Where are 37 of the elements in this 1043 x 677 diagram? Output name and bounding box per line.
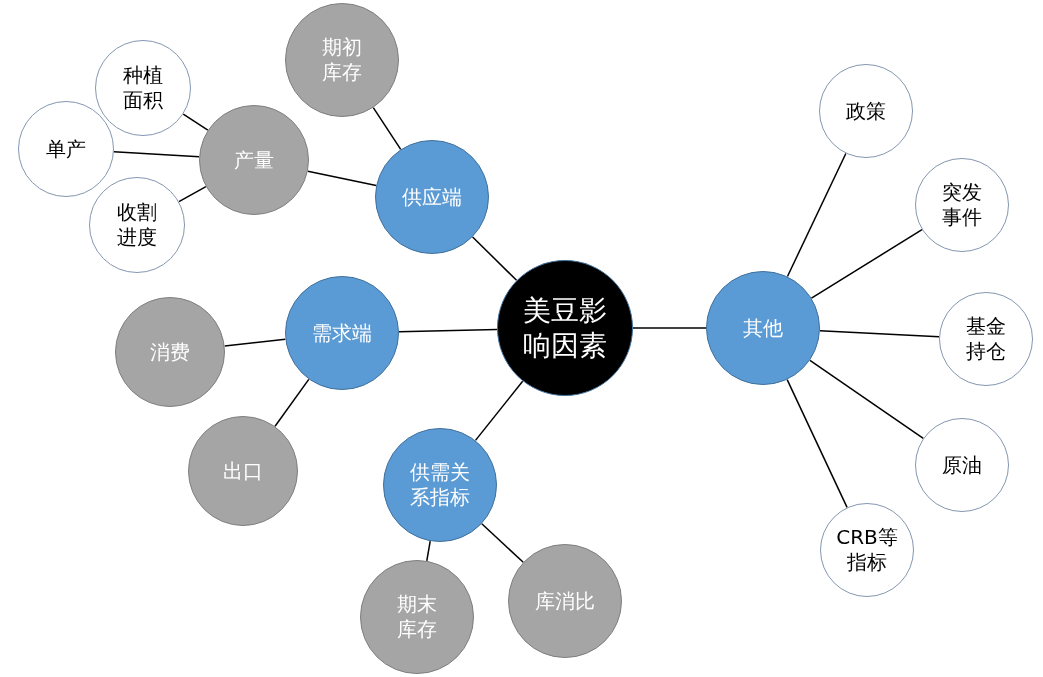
connector-line bbox=[182, 113, 209, 131]
node-label: 库消比 bbox=[534, 588, 596, 614]
connector-line bbox=[274, 378, 310, 428]
node-label: 政策 bbox=[845, 98, 887, 124]
node-label: 期末库存 bbox=[396, 592, 438, 642]
node-label: 出口 bbox=[222, 458, 264, 484]
connector-line bbox=[471, 236, 518, 282]
connector-line bbox=[398, 328, 498, 333]
connector-line bbox=[178, 185, 207, 203]
connector-line bbox=[223, 338, 287, 347]
node-label: 产量 bbox=[233, 147, 275, 173]
node-label: 美豆影响因素 bbox=[522, 293, 608, 363]
connector-line bbox=[632, 327, 707, 329]
connector-line bbox=[113, 151, 200, 158]
connector-line bbox=[474, 380, 524, 442]
node-label: 消费 bbox=[149, 339, 191, 365]
node-label: 需求端 bbox=[311, 320, 373, 346]
connector-line bbox=[481, 523, 524, 563]
node-label: 供需关系指标 bbox=[409, 460, 471, 510]
connector-line bbox=[786, 152, 847, 278]
connector-line bbox=[810, 228, 923, 299]
node-label: 单产 bbox=[45, 136, 87, 162]
node-label: 供应端 bbox=[401, 184, 463, 210]
node-label: 种植面积 bbox=[122, 63, 164, 113]
node-label: 原油 bbox=[941, 452, 983, 478]
node-label: 其他 bbox=[742, 315, 784, 341]
connector-line bbox=[819, 330, 940, 338]
connector-line bbox=[307, 170, 377, 187]
node-label: CRB等指标 bbox=[836, 525, 898, 575]
connector-line bbox=[372, 106, 402, 151]
node-label: 基金持仓 bbox=[965, 314, 1007, 364]
connector-line bbox=[786, 378, 848, 509]
connector-line bbox=[426, 540, 431, 562]
node-label: 突发事件 bbox=[941, 180, 983, 230]
connector-line bbox=[809, 359, 925, 440]
node-label: 收割进度 bbox=[116, 200, 158, 250]
node-label: 期初库存 bbox=[321, 35, 363, 85]
